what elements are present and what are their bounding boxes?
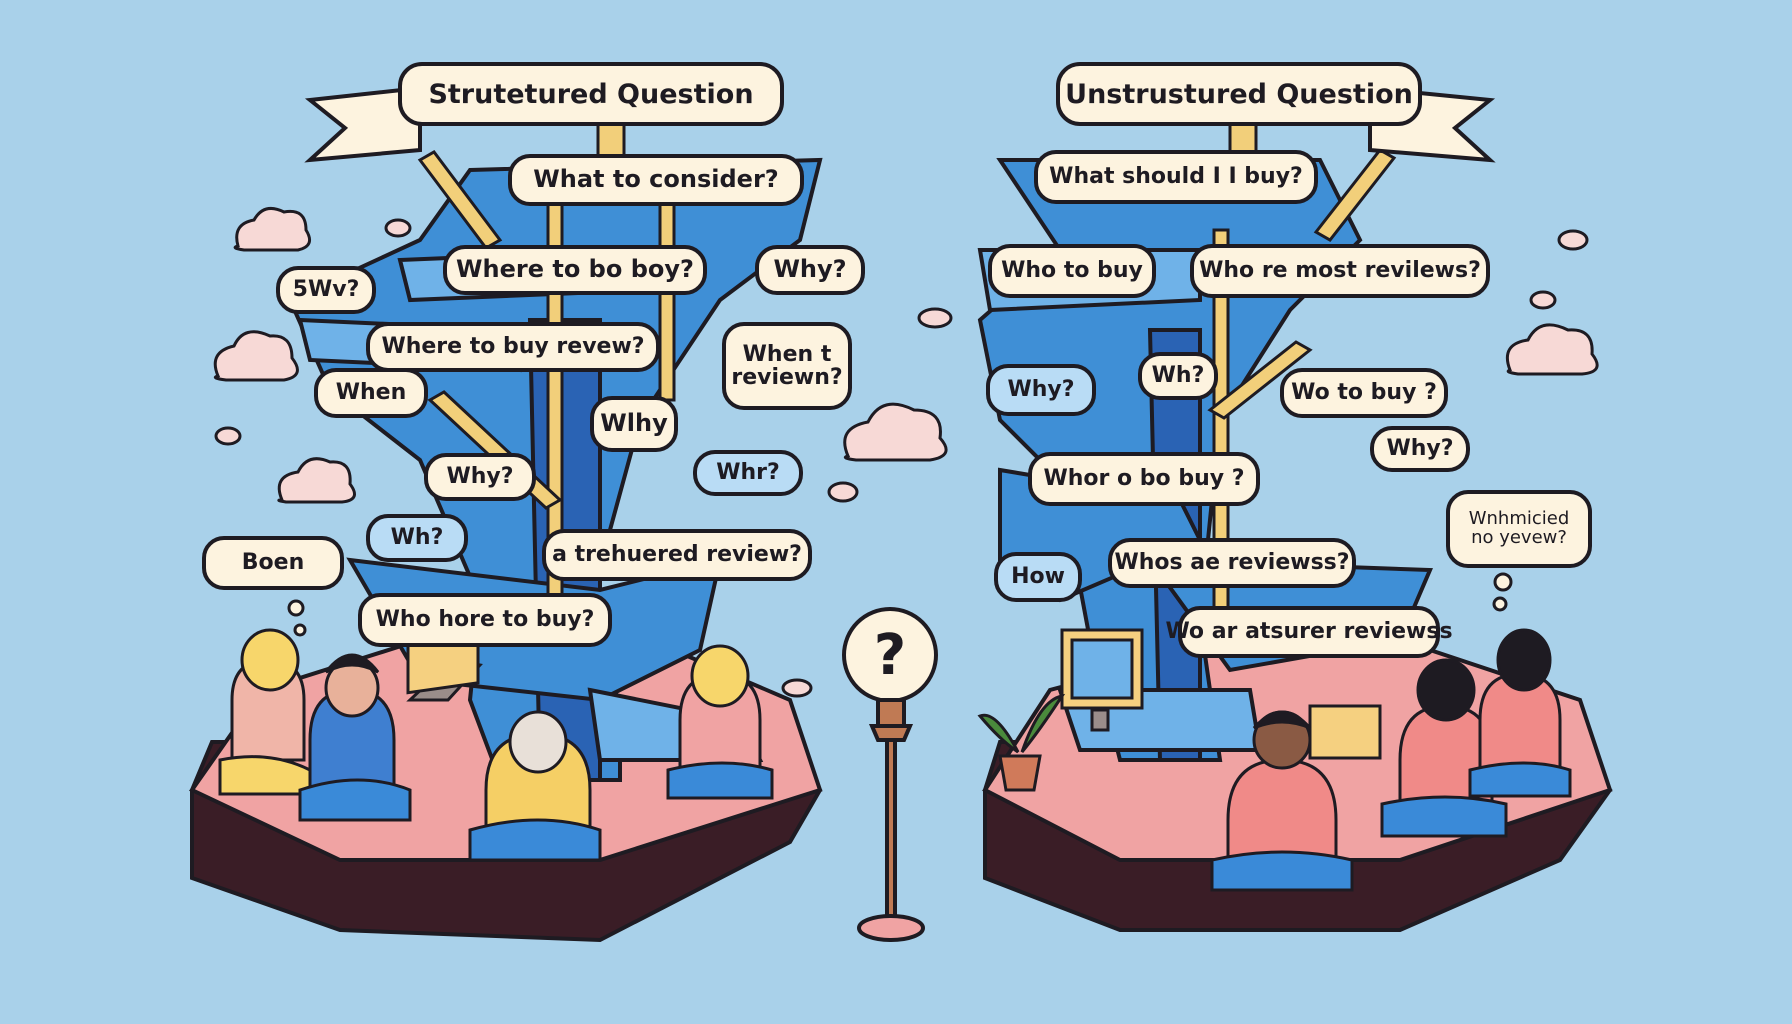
left-banner-title: Strutetured Question (428, 78, 754, 110)
person-figure (298, 653, 412, 822)
cloud-icon (214, 218, 1589, 856)
cloud-icon (233, 206, 312, 252)
left-bubble: When (314, 368, 428, 418)
left-bubble: What to consider? (508, 154, 804, 206)
right-banner (1056, 62, 1496, 163)
left-bubble: When t reviewn? (722, 322, 852, 410)
right-banner-title: Unstrustured Question (1065, 78, 1413, 110)
left-bubble: Where to buy revew? (366, 322, 660, 372)
right-bubble: Who to buy (988, 244, 1156, 298)
left-bubble: Who hore to buy? (358, 593, 612, 647)
right-bubble: Wo to buy ? (1280, 368, 1448, 418)
right-bubble: What should I I buy? (1034, 150, 1318, 204)
right-bubble: Whor o bo buy ? (1028, 452, 1260, 506)
left-banner (304, 62, 784, 163)
left-bubble: 5Wv? (276, 266, 376, 314)
left-bubble: Wlhy (590, 396, 678, 452)
person-figure (666, 644, 774, 800)
right-bubble: Wnhmicied no yevew? (1446, 490, 1592, 568)
left-bubble: Whr? (693, 450, 803, 496)
laptop-icon (406, 633, 1382, 760)
left-bubble: Boen (202, 536, 344, 590)
left-bubble: a trehuered review? (542, 529, 812, 581)
left-bubble: Wh? (366, 514, 468, 562)
plant-icon (977, 693, 1066, 792)
right-bubble: How (994, 552, 1082, 602)
person-figure (468, 710, 602, 862)
question-lamp-icon (842, 607, 938, 942)
left-bubble: Why? (755, 245, 865, 295)
cloud-icon (277, 457, 356, 504)
person-figure (218, 628, 312, 796)
right-bubble: Wo ar atsurer reviewss (1165, 606, 1453, 658)
right-signpost (1207, 110, 1397, 612)
person-figure (1210, 710, 1354, 892)
cloud-icon (843, 402, 948, 462)
person-figure (1468, 628, 1572, 798)
right-bubble: Why? (986, 364, 1096, 416)
cloud-icon (1505, 323, 1599, 376)
right-bubble: Whos ae reviewss? (1108, 538, 1356, 588)
right-bubble: Wh? (1138, 352, 1218, 400)
thought-dots (287, 572, 1513, 637)
left-bubble: Why? (424, 453, 536, 501)
right-bubble: Who re most revilews? (1190, 244, 1490, 298)
right-bubble: Why? (1370, 426, 1470, 472)
left-bubble: Where to bo boy? (443, 245, 707, 295)
cloud-icon (213, 330, 299, 382)
computer-monitor-icon (1060, 628, 1144, 732)
question-mark-symbol: ? (873, 622, 907, 688)
